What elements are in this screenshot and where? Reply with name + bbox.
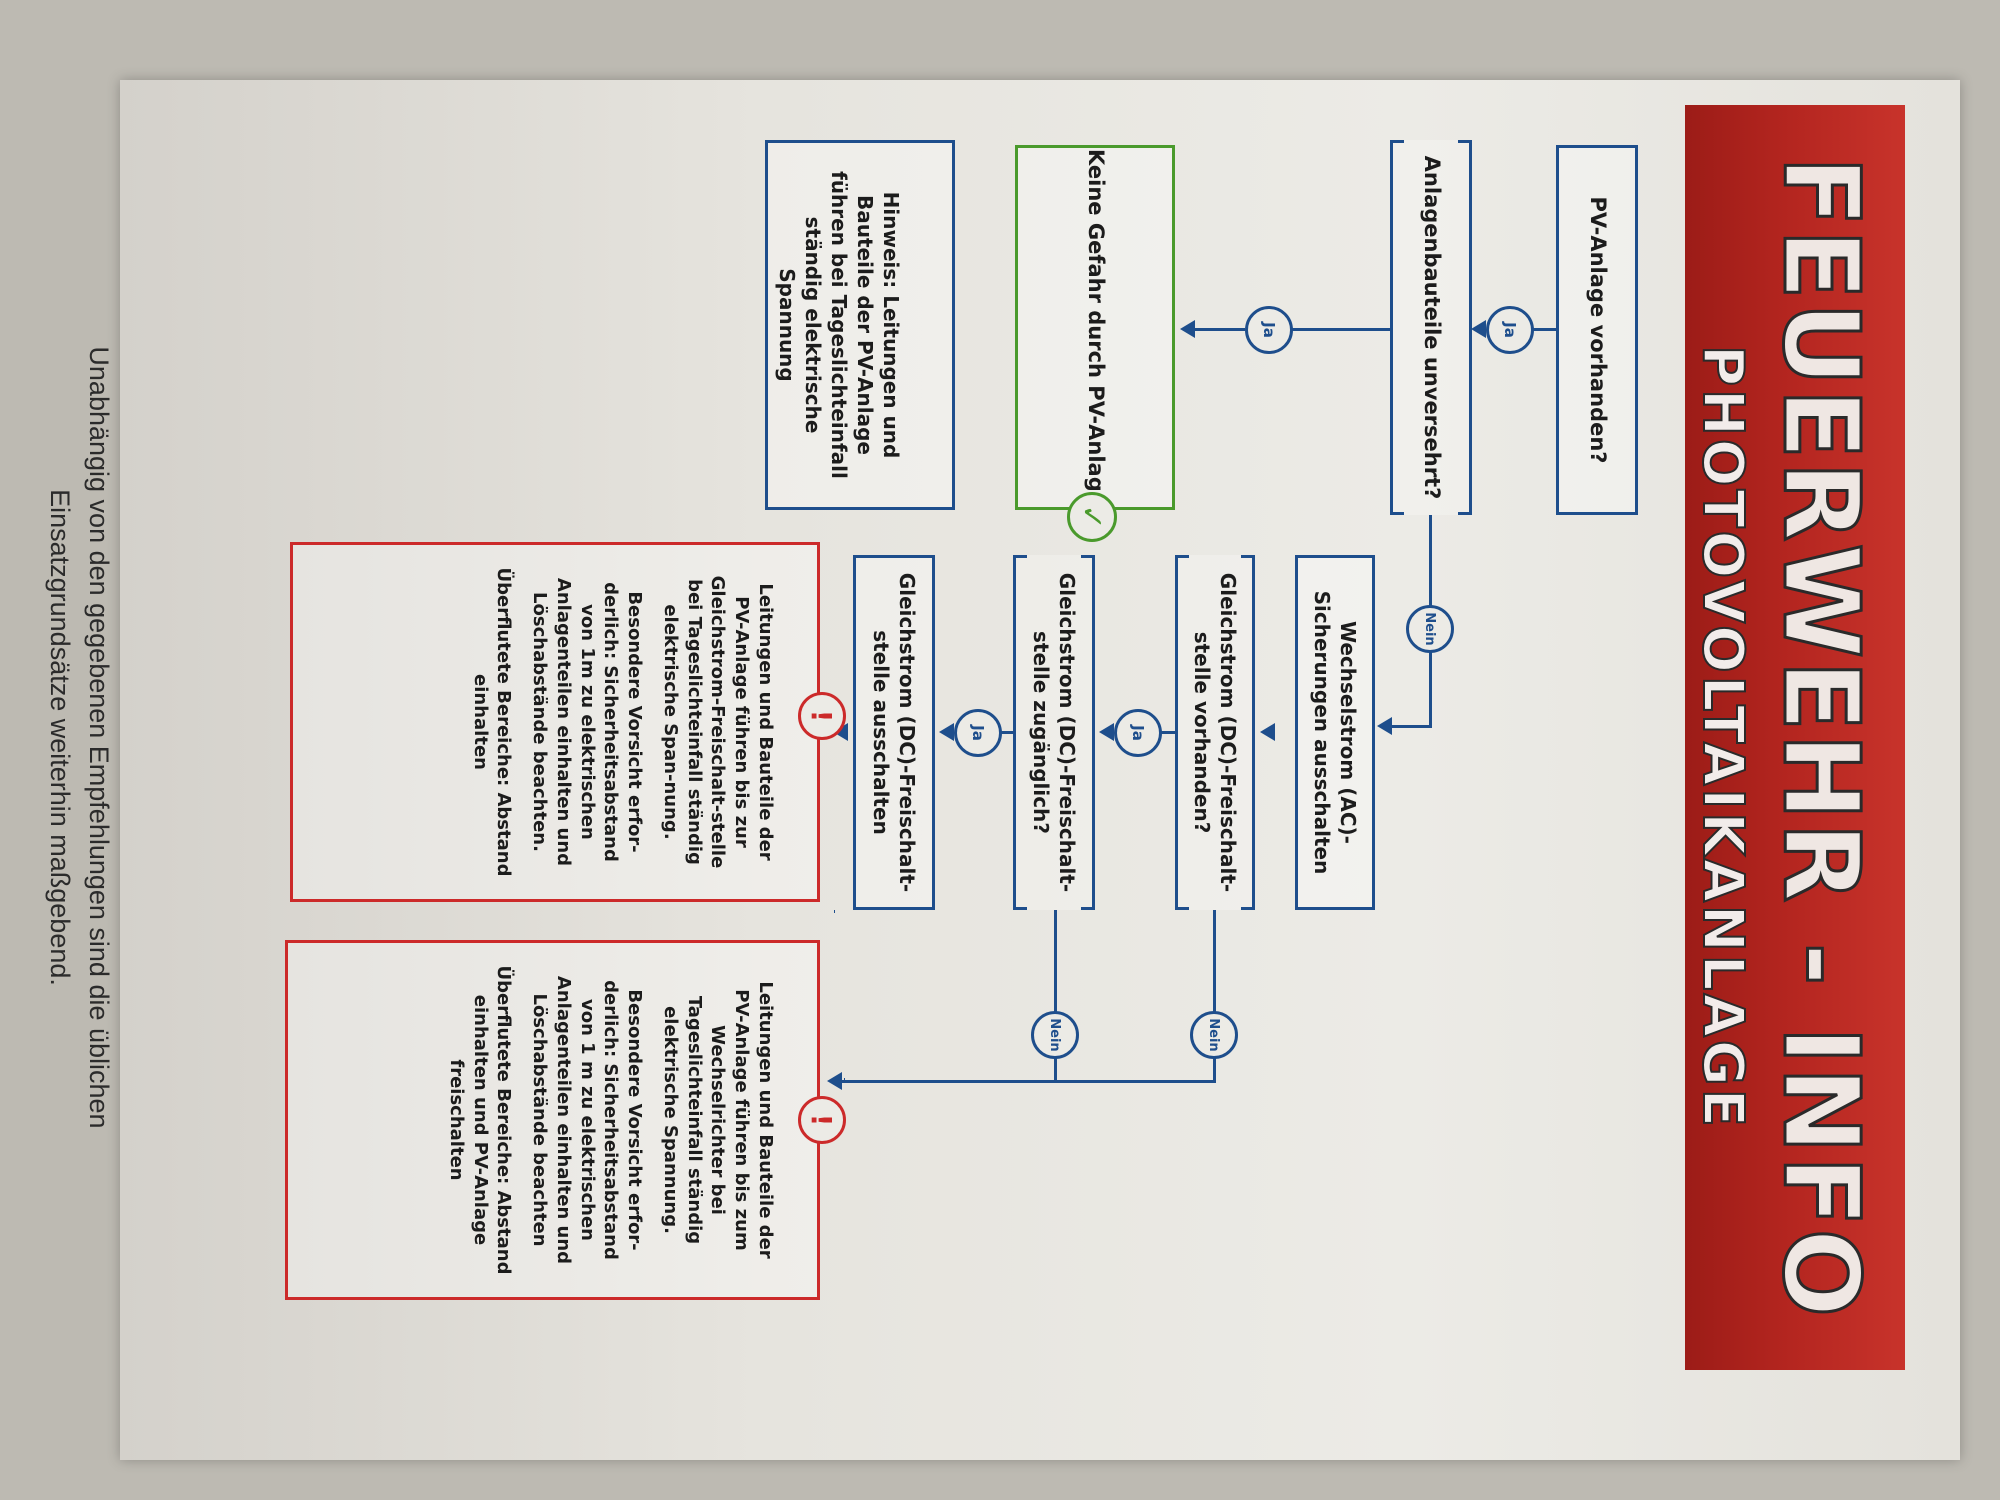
no-badge: Nein	[1406, 605, 1454, 653]
arrow-down-icon	[1180, 320, 1195, 338]
alert-icon: !	[798, 1096, 846, 1144]
footer-line: Einsatzgrundsätze weiterhin maßgebend.	[44, 489, 75, 986]
connector-line	[834, 910, 835, 913]
step-dc-off: Gleichstrom (DC)-Freischalt-stelle aussc…	[853, 555, 935, 910]
footer-note: Unabhängig von den gegebenen Empfehlunge…	[40, 105, 118, 1370]
page-title: FEUERWEHR - INFO	[1759, 154, 1884, 1320]
question-dc-accessible: Gleichstrom (DC)-Freischalt-stelle zugän…	[1013, 555, 1095, 910]
warning-text: Leitungen und Bauteile der PV-Anlage füh…	[660, 575, 776, 869]
yes-badge: Ja	[1245, 306, 1293, 354]
warning-text: Besondere Vorsicht erfor-derlich: Sicher…	[529, 577, 646, 867]
connector-line	[1392, 725, 1432, 728]
result-no-danger: Keine Gefahr durch PV-Anlage	[1015, 145, 1175, 510]
alert-icon: !	[798, 692, 846, 740]
warning-text: Überflutete Bereiche: Abstand einhalten …	[446, 965, 515, 1275]
step-ac-off: Wechselstrom (AC)-Sicherungen ausschalte…	[1295, 555, 1375, 910]
arrow-down-icon	[1099, 723, 1114, 741]
arrow-down-icon	[1260, 723, 1275, 741]
warning-inverter: Leitungen und Bauteile der PV-Anlage füh…	[285, 940, 820, 1300]
yes-badge: Ja	[954, 709, 1002, 757]
arrow-down-icon	[827, 1072, 842, 1090]
connector-line	[1277, 328, 1390, 331]
connector-line	[1195, 328, 1245, 331]
arrow-down-icon	[1377, 717, 1392, 735]
connector-line	[844, 1078, 845, 1081]
warning-text: Besondere Vorsicht erfor-derlich: Sicher…	[529, 975, 646, 1265]
no-badge: Nein	[1190, 1011, 1238, 1059]
check-icon: ✓	[1067, 492, 1117, 542]
yes-badge: Ja	[1114, 709, 1162, 757]
warning-text: Überflutete Bereiche: Abstand einhalten	[469, 567, 515, 877]
connector-line	[841, 1080, 1216, 1083]
no-badge: Nein	[1031, 1011, 1079, 1059]
warning-dc-disconnect: Leitungen und Bauteile der PV-Anlage füh…	[290, 542, 820, 902]
warning-text: Leitungen und Bauteile der PV-Anlage füh…	[660, 981, 776, 1259]
arrow-down-icon	[1471, 320, 1486, 338]
question-components-intact: Anlagenbauteile unversehrt?	[1390, 140, 1472, 515]
question-dc-present: Gleichstrom (DC)-Freischalt-stelle vorha…	[1175, 555, 1255, 910]
question-pv-present: PV-Anlage vorhanden?	[1556, 145, 1638, 515]
page-subtitle: PHOTOVOLTAIKANLAGE	[1689, 344, 1756, 1131]
hint-note: Hinweis: Leitungen und Bauteile der PV-A…	[765, 140, 955, 510]
yes-badge: Ja	[1486, 306, 1534, 354]
arrow-down-icon	[939, 723, 954, 741]
footer-line: Unabhängig von den gegebenen Empfehlunge…	[84, 346, 114, 1129]
